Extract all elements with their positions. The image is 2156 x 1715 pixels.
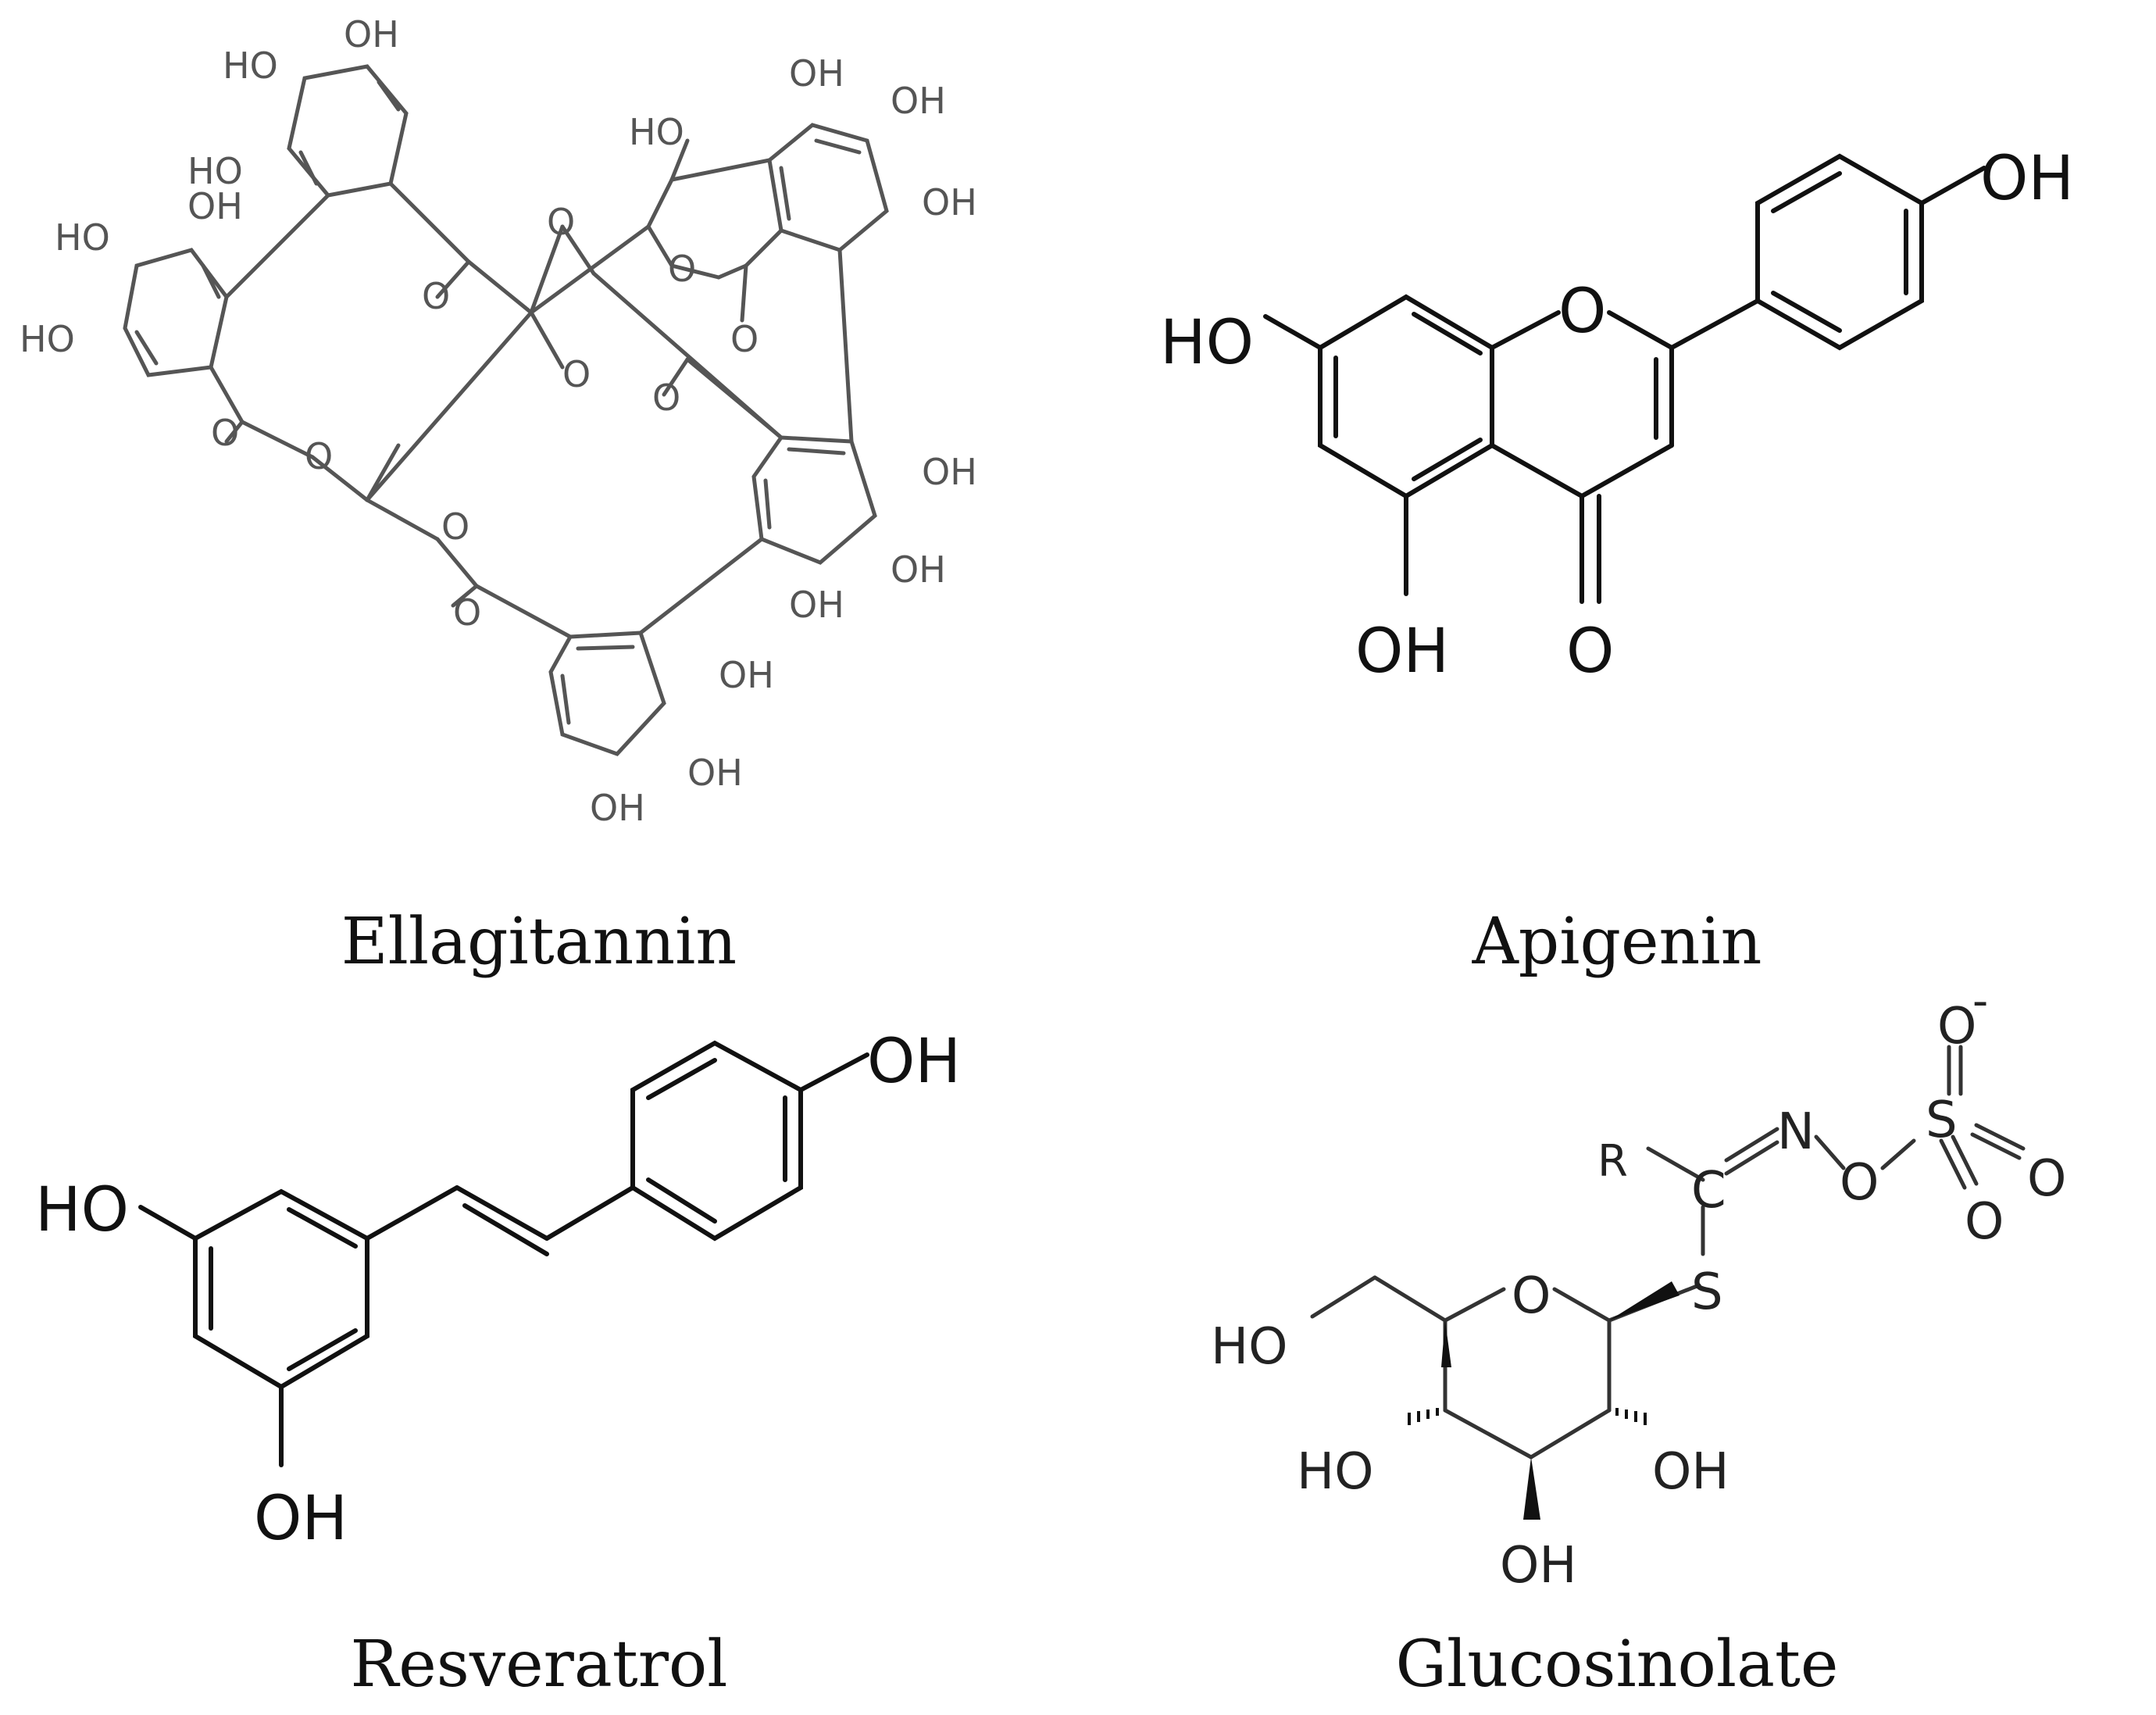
svg-text:O: O <box>562 353 591 395</box>
svg-text:O: O <box>1558 277 1606 347</box>
svg-text:O: O <box>668 248 696 290</box>
svg-text:O: O <box>211 412 239 454</box>
apigenin-structure: OH HO O OH O <box>1160 144 2074 687</box>
svg-text:OH: OH <box>687 752 743 794</box>
svg-text:R: R <box>1597 1136 1628 1187</box>
wedge-bond <box>1609 1281 1679 1320</box>
panel-glucosinolate: R C N O S O - O O S O HO HO OH OH Glucos… <box>1078 976 2156 1715</box>
svg-text:OH: OH <box>867 1027 961 1097</box>
svg-text:OH: OH <box>590 787 645 829</box>
caption-ellagitannin: Ellagitannin <box>341 905 737 979</box>
svg-text:OH: OH <box>1500 1537 1577 1595</box>
svg-text:N: N <box>1777 1103 1815 1161</box>
svg-text:O: O <box>1566 616 1614 687</box>
svg-text:OH: OH <box>891 548 946 591</box>
panel-ellagitannin: OH HO HO OH HO HO O O O O O O O O O O HO… <box>0 0 1078 974</box>
svg-text:HO: HO <box>55 216 110 259</box>
svg-text:HO: HO <box>35 1175 129 1245</box>
svg-text:O: O <box>453 591 481 634</box>
svg-text:O: O <box>441 506 469 548</box>
svg-text:O: O <box>1512 1267 1551 1325</box>
svg-text:HO: HO <box>629 111 684 153</box>
svg-text:C: C <box>1691 1162 1726 1220</box>
panel-resveratrol: OH HO OH Resveratrol <box>0 1000 1078 1715</box>
svg-text:O: O <box>2027 1150 2066 1208</box>
caption-apigenin: Apigenin <box>1472 905 1762 979</box>
svg-text:HO: HO <box>1160 308 1254 378</box>
resveratrol-structure: OH HO OH <box>35 1027 961 1554</box>
svg-text:OH: OH <box>187 185 243 227</box>
svg-text:OH: OH <box>719 654 774 696</box>
svg-text:O: O <box>422 275 450 317</box>
svg-text:HO: HO <box>1297 1443 1374 1501</box>
svg-text:HO: HO <box>20 318 75 360</box>
panel-apigenin: OH HO O OH O Apigenin <box>1078 0 2156 974</box>
svg-text:OH: OH <box>1355 616 1449 687</box>
svg-text:O: O <box>1965 1193 2004 1251</box>
caption-resveratrol: Resveratrol <box>350 1627 728 1702</box>
svg-text:O: O <box>547 201 575 243</box>
svg-text:O: O <box>1840 1154 1879 1212</box>
svg-text:OH: OH <box>344 13 399 55</box>
svg-text:-: - <box>1972 976 1988 1027</box>
svg-text:OH: OH <box>1652 1443 1729 1501</box>
svg-text:O: O <box>305 435 333 477</box>
svg-text:OH: OH <box>891 80 946 122</box>
svg-text:HO: HO <box>1211 1318 1288 1376</box>
svg-text:OH: OH <box>922 451 977 493</box>
svg-text:S: S <box>1691 1263 1723 1321</box>
svg-text:O: O <box>730 318 759 360</box>
svg-text:OH: OH <box>922 181 977 223</box>
caption-glucosinolate: Glucosinolate <box>1395 1627 1839 1702</box>
svg-text:HO: HO <box>187 150 243 192</box>
svg-text:OH: OH <box>1980 144 2074 214</box>
glucosinolate-structure: R C N O S O - O O S O HO HO OH OH <box>1211 976 2066 1595</box>
svg-text:S: S <box>1926 1092 1958 1149</box>
wedge-bond <box>1523 1457 1540 1520</box>
svg-text:OH: OH <box>254 1484 348 1554</box>
svg-text:O: O <box>652 377 680 419</box>
wedge-bond <box>1441 1320 1451 1367</box>
svg-text:HO: HO <box>223 45 278 87</box>
ellagitannin-structure: OH HO HO OH HO HO O O O O O O O O O O HO… <box>20 13 977 829</box>
svg-text:OH: OH <box>789 584 844 626</box>
svg-text:O: O <box>1937 998 1976 1056</box>
svg-text:OH: OH <box>789 52 844 95</box>
